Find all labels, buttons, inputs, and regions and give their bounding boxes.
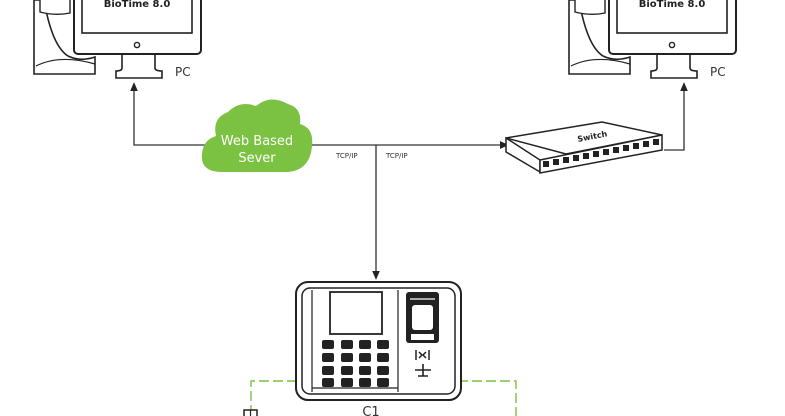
rfid-icon (415, 350, 430, 360)
monitor-icon (73, 0, 202, 79)
screen-title: BioTime 8.0 (639, 0, 706, 10)
pc-right: BioTime 8.0 PC (568, 0, 737, 79)
device-screen (329, 291, 383, 335)
tower-icon (568, 0, 631, 75)
protocol-label: TCP/IP (385, 152, 408, 160)
switch-ports-icon (543, 139, 659, 167)
pc-left: BioTime 8.0 PC (33, 0, 202, 79)
monitor-icon (608, 0, 737, 79)
hand-icon (415, 364, 431, 377)
cloud-label-line2: Sever (238, 151, 276, 166)
web-server-cloud: Web Based Sever (201, 99, 313, 172)
link-cloud-pc-left (130, 82, 205, 146)
accessory-icon (243, 409, 258, 416)
time-attendance-device: C1 (295, 281, 462, 416)
pc-label: PC (175, 65, 191, 79)
fingerprint-sensor-icon (406, 292, 439, 343)
protocol-label: TCP/IP (335, 152, 358, 160)
link-switch-pc-right (664, 82, 688, 151)
switch: Switch (505, 121, 663, 174)
device-label: C1 (362, 405, 379, 416)
screen-title: BioTime 8.0 (104, 0, 171, 10)
pc-label: PC (710, 65, 726, 79)
connections (130, 82, 688, 280)
cloud-label-line1: Web Based (221, 134, 293, 149)
cloud-icon (201, 99, 313, 172)
dashed-links (250, 380, 517, 416)
keypad-icon (322, 340, 389, 387)
tower-icon (33, 0, 96, 75)
